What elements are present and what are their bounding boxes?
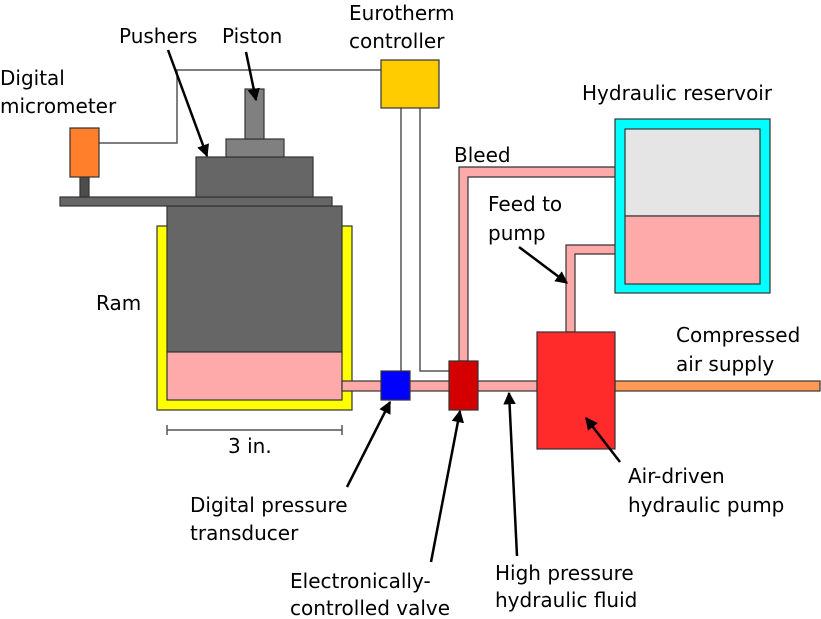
label-transducer-1: Digital pressure bbox=[190, 493, 348, 517]
piston-arrow bbox=[244, 51, 260, 102]
ram-body bbox=[166, 205, 343, 353]
base-plate bbox=[59, 196, 333, 207]
label-transducer-2: transducer bbox=[190, 521, 299, 545]
pushers-arrow bbox=[166, 49, 209, 158]
label-bleed: Bleed bbox=[454, 143, 511, 167]
label-feed-to: Feed to bbox=[488, 192, 562, 216]
pump-arrow bbox=[585, 417, 621, 463]
label-pump: pump bbox=[488, 221, 546, 245]
label-digital: Digital bbox=[0, 66, 65, 90]
label-compressed: Compressed bbox=[676, 323, 800, 347]
fluid-arrow bbox=[503, 391, 519, 557]
valve-wire bbox=[419, 108, 449, 372]
label-eurotherm: Eurotherm bbox=[349, 1, 455, 25]
label-scale: 3 in. bbox=[228, 434, 272, 458]
high-pressure-line bbox=[341, 380, 538, 392]
transducer-arrow bbox=[345, 400, 392, 488]
air-supply-line bbox=[614, 380, 821, 392]
control-valve bbox=[448, 360, 479, 411]
pressure-transducer bbox=[380, 370, 411, 401]
reservoir-air-space bbox=[624, 128, 761, 217]
label-reservoir: Hydraulic reservoir bbox=[582, 81, 773, 105]
label-air-supply: air supply bbox=[676, 352, 774, 376]
label-piston: Piston bbox=[222, 24, 282, 48]
pushers-block bbox=[195, 156, 314, 198]
piston-base bbox=[225, 138, 285, 158]
eurotherm-controller bbox=[380, 59, 440, 109]
label-fluid-2: hydraulic fluid bbox=[495, 588, 637, 612]
label-valve-1: Electronically- bbox=[290, 569, 431, 593]
valve-arrow bbox=[429, 409, 465, 563]
label-pump-2: hydraulic pump bbox=[628, 493, 784, 517]
hydraulic-pump bbox=[536, 331, 616, 450]
label-controller: controller bbox=[349, 29, 445, 53]
micrometer-stem bbox=[79, 176, 90, 198]
ram-fluid bbox=[166, 351, 343, 401]
digital-micrometer bbox=[69, 127, 100, 178]
label-pushers: Pushers bbox=[119, 24, 197, 48]
label-fluid-1: High pressure bbox=[495, 561, 634, 585]
feed-arrow bbox=[518, 246, 568, 284]
label-micrometer: micrometer bbox=[0, 94, 117, 118]
label-pump-1: Air-driven bbox=[628, 464, 725, 488]
reservoir-fluid bbox=[624, 215, 761, 285]
micrometer-wire bbox=[99, 69, 381, 144]
scale-bar bbox=[166, 425, 343, 435]
label-ram: Ram bbox=[96, 291, 141, 315]
label-valve-2: controlled valve bbox=[290, 596, 450, 619]
